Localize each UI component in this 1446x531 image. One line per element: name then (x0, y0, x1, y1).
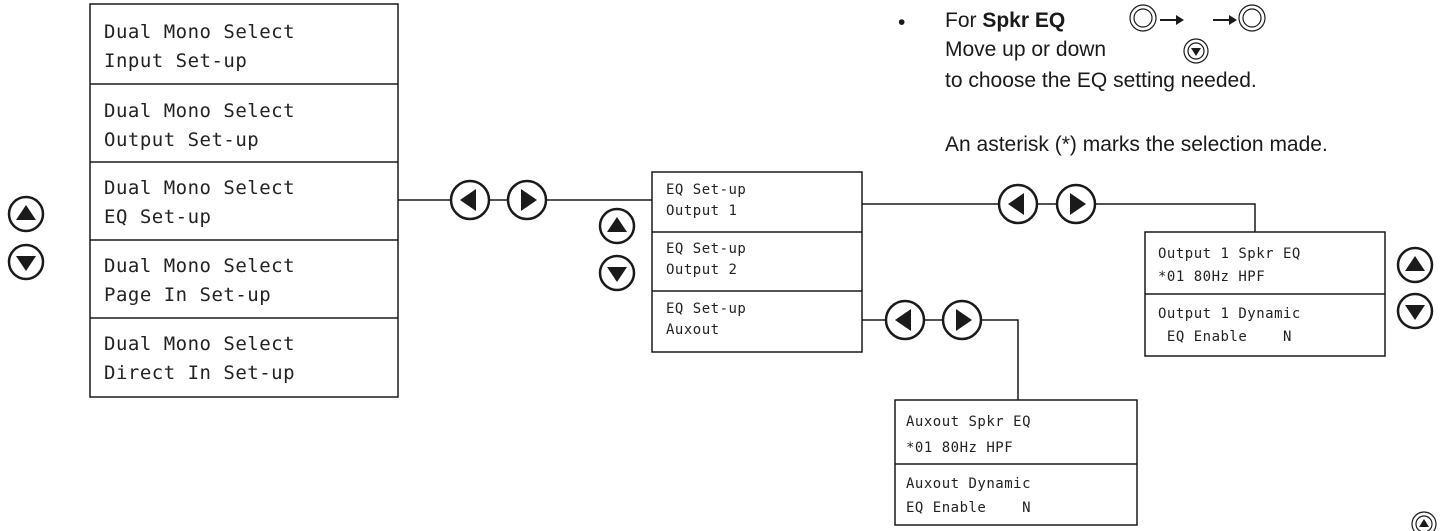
instruction-bullet: • (898, 11, 906, 34)
eq-menu-line1: EQ Set-up (666, 241, 746, 257)
left-menu-line2: Page In Set-up (104, 284, 271, 306)
output1-menu-stack (1144, 231, 1386, 357)
up-arrow-button-icon[interactable] (7, 195, 45, 233)
left-menu-line1: Dual Mono Select (104, 333, 295, 355)
left-menu-line1: Dual Mono Select (104, 255, 295, 277)
instruction-for-prefix: For (945, 9, 977, 32)
down-arrow-button-icon[interactable] (7, 243, 45, 281)
auxout-menu-line1: Auxout Dynamic (906, 476, 1031, 492)
left-menu-stack (89, 3, 399, 398)
left-menu-line1: Dual Mono Select (104, 100, 295, 122)
eq-menu-line2: Output 1 (666, 203, 737, 219)
right-arrow-button-icon[interactable] (1055, 183, 1097, 225)
instruction-choose: to choose the EQ setting needed. (945, 69, 1257, 92)
eq-menu-line2: Auxout (666, 322, 720, 338)
instruction-move: Move up or down (945, 38, 1107, 61)
left-menu-line2: Output Set-up (104, 129, 259, 151)
output1-menu-line1: Output 1 Dynamic (1158, 306, 1301, 322)
instruction-for-line: For Spkr EQ (945, 6, 1065, 35)
right-arrow-icon (1160, 15, 1184, 25)
right-arrow-icon (1213, 15, 1237, 25)
left-menu-line1: Dual Mono Select (104, 21, 295, 43)
enter-button-icon (1238, 4, 1266, 32)
left-menu-line2: EQ Set-up (104, 206, 211, 228)
eq-menu-line1: EQ Set-up (666, 301, 746, 317)
auxout-menu-stack (894, 399, 1138, 526)
connector-auxout (862, 319, 1019, 400)
output1-menu-line2: EQ Enable N (1158, 329, 1292, 345)
left-arrow-button-icon[interactable] (449, 179, 491, 221)
left-arrow-button-icon[interactable] (997, 183, 1039, 225)
up-arrow-button-icon[interactable] (598, 207, 636, 245)
eq-menu-line2: Output 2 (666, 262, 737, 278)
right-arrow-button-icon[interactable] (941, 299, 983, 341)
right-arrow-button-icon[interactable] (506, 179, 548, 221)
instruction-asterisk-note: An asterisk (*) marks the selection made… (945, 133, 1328, 156)
down-arrow-button-icon (1183, 38, 1209, 64)
auxout-menu-line2: *01 80Hz HPF (906, 440, 1013, 456)
output1-menu-line1: Output 1 Spkr EQ (1158, 246, 1301, 262)
up-arrow-button-icon[interactable] (1396, 246, 1434, 284)
auxout-menu-line1: Auxout Spkr EQ (906, 414, 1031, 430)
up-arrow-button-icon (1411, 511, 1437, 531)
left-menu-line2: Direct In Set-up (104, 362, 295, 384)
instruction-spkr-eq: Spkr EQ (982, 9, 1066, 32)
output1-menu-line2: *01 80Hz HPF (1158, 269, 1265, 285)
auxout-menu-line2: EQ Enable N (906, 500, 1031, 516)
down-arrow-button-icon[interactable] (1396, 292, 1434, 330)
left-menu-line1: Dual Mono Select (104, 177, 295, 199)
left-arrow-button-icon[interactable] (884, 299, 926, 341)
left-menu-line2: Input Set-up (104, 50, 247, 72)
down-arrow-button-icon[interactable] (598, 254, 636, 292)
connector-output1 (862, 203, 1256, 232)
eq-menu-line1: EQ Set-up (666, 182, 746, 198)
enter-button-icon (1129, 4, 1157, 32)
eq-menu-stack (651, 171, 863, 353)
